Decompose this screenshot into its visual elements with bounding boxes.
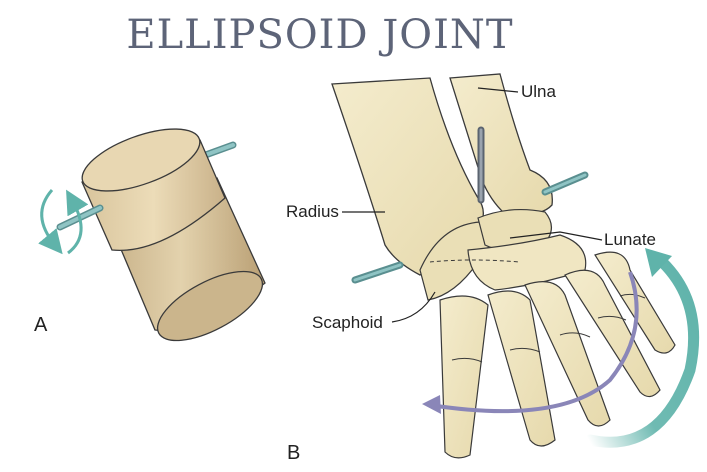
label-scaphoid: Scaphoid bbox=[312, 313, 383, 332]
label-ulna: Ulna bbox=[521, 82, 556, 101]
label-lunate: Lunate bbox=[604, 230, 656, 249]
ulna-bone bbox=[449, 73, 553, 216]
label-leader-lines bbox=[342, 87, 603, 323]
purple-rotation-arrow bbox=[429, 271, 639, 414]
teal-rotation-arrow bbox=[584, 252, 700, 448]
figure-title: ELLIPSOID JOINT bbox=[126, 12, 514, 58]
label-radius: Radius bbox=[286, 202, 339, 221]
metacarpal-3 bbox=[524, 281, 611, 427]
rotation-arrow-left bbox=[38, 189, 63, 255]
panel-label-b: B bbox=[287, 442, 301, 464]
cylinder-model bbox=[38, 128, 266, 342]
panel-label-a: A bbox=[34, 314, 48, 336]
metacarpal-1 bbox=[439, 295, 489, 459]
rotation-arrow-right bbox=[66, 189, 89, 255]
wrist-illustration bbox=[331, 73, 700, 459]
metacarpal-4 bbox=[564, 269, 661, 398]
